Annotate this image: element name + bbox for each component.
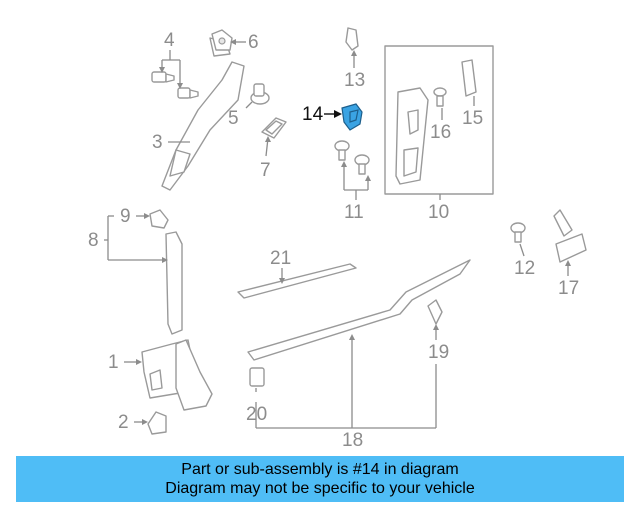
banner-line-disclaimer: Diagram may not be specific to your vehi…	[165, 480, 475, 497]
banner-line-part-number: Part or sub-assembly is #14 in diagram	[181, 461, 459, 478]
leader-14-highlighted	[324, 110, 342, 118]
part-pad-7	[261, 117, 287, 139]
leader-lines	[104, 39, 571, 429]
part-clip-19	[427, 299, 443, 325]
part-strip-21	[237, 263, 357, 299]
part-b-pillar-group-10	[384, 45, 494, 195]
callout-18: 18	[342, 430, 363, 451]
callout-5: 5	[228, 108, 239, 129]
callout-9: 9	[120, 206, 131, 227]
callout-2: 2	[118, 412, 129, 433]
callout-16: 16	[430, 122, 451, 143]
callout-17: 17	[558, 278, 579, 299]
callout-labels: 1 2 3 4 5 6 7 8 9 10 11 12 13 14 15 16 1…	[88, 30, 579, 451]
part-screw-5	[250, 83, 270, 105]
callout-1: 1	[108, 352, 119, 373]
callout-8: 8	[88, 230, 99, 251]
callout-11: 11	[344, 202, 364, 223]
callout-7: 7	[260, 160, 271, 181]
callout-20: 20	[246, 404, 267, 425]
part-lamp-17	[553, 209, 587, 263]
part-sill-18	[247, 259, 471, 361]
callout-6: 6	[248, 32, 259, 53]
callout-13: 13	[344, 70, 365, 91]
callout-21: 21	[270, 248, 291, 269]
part-pillar-lower-8	[149, 209, 183, 335]
callout-3: 3	[152, 132, 163, 153]
callout-15: 15	[462, 108, 483, 129]
callout-12: 12	[514, 258, 535, 279]
part-clip-14-highlighted[interactable]	[341, 103, 363, 131]
callout-10: 10	[428, 202, 449, 223]
callout-4: 4	[164, 30, 175, 51]
part-clip-20	[249, 367, 265, 387]
info-banner: Part or sub-assembly is #14 in diagram D…	[16, 456, 624, 502]
part-kick-panel-1	[141, 339, 213, 411]
part-clip-13	[345, 27, 359, 51]
part-screws-11	[334, 140, 370, 175]
part-screws-4	[151, 71, 199, 99]
part-clip-2	[147, 411, 167, 435]
callout-14[interactable]: 14	[302, 104, 324, 125]
callout-19: 19	[428, 342, 449, 363]
part-clip-6	[211, 29, 233, 51]
part-screw-12	[510, 222, 526, 243]
